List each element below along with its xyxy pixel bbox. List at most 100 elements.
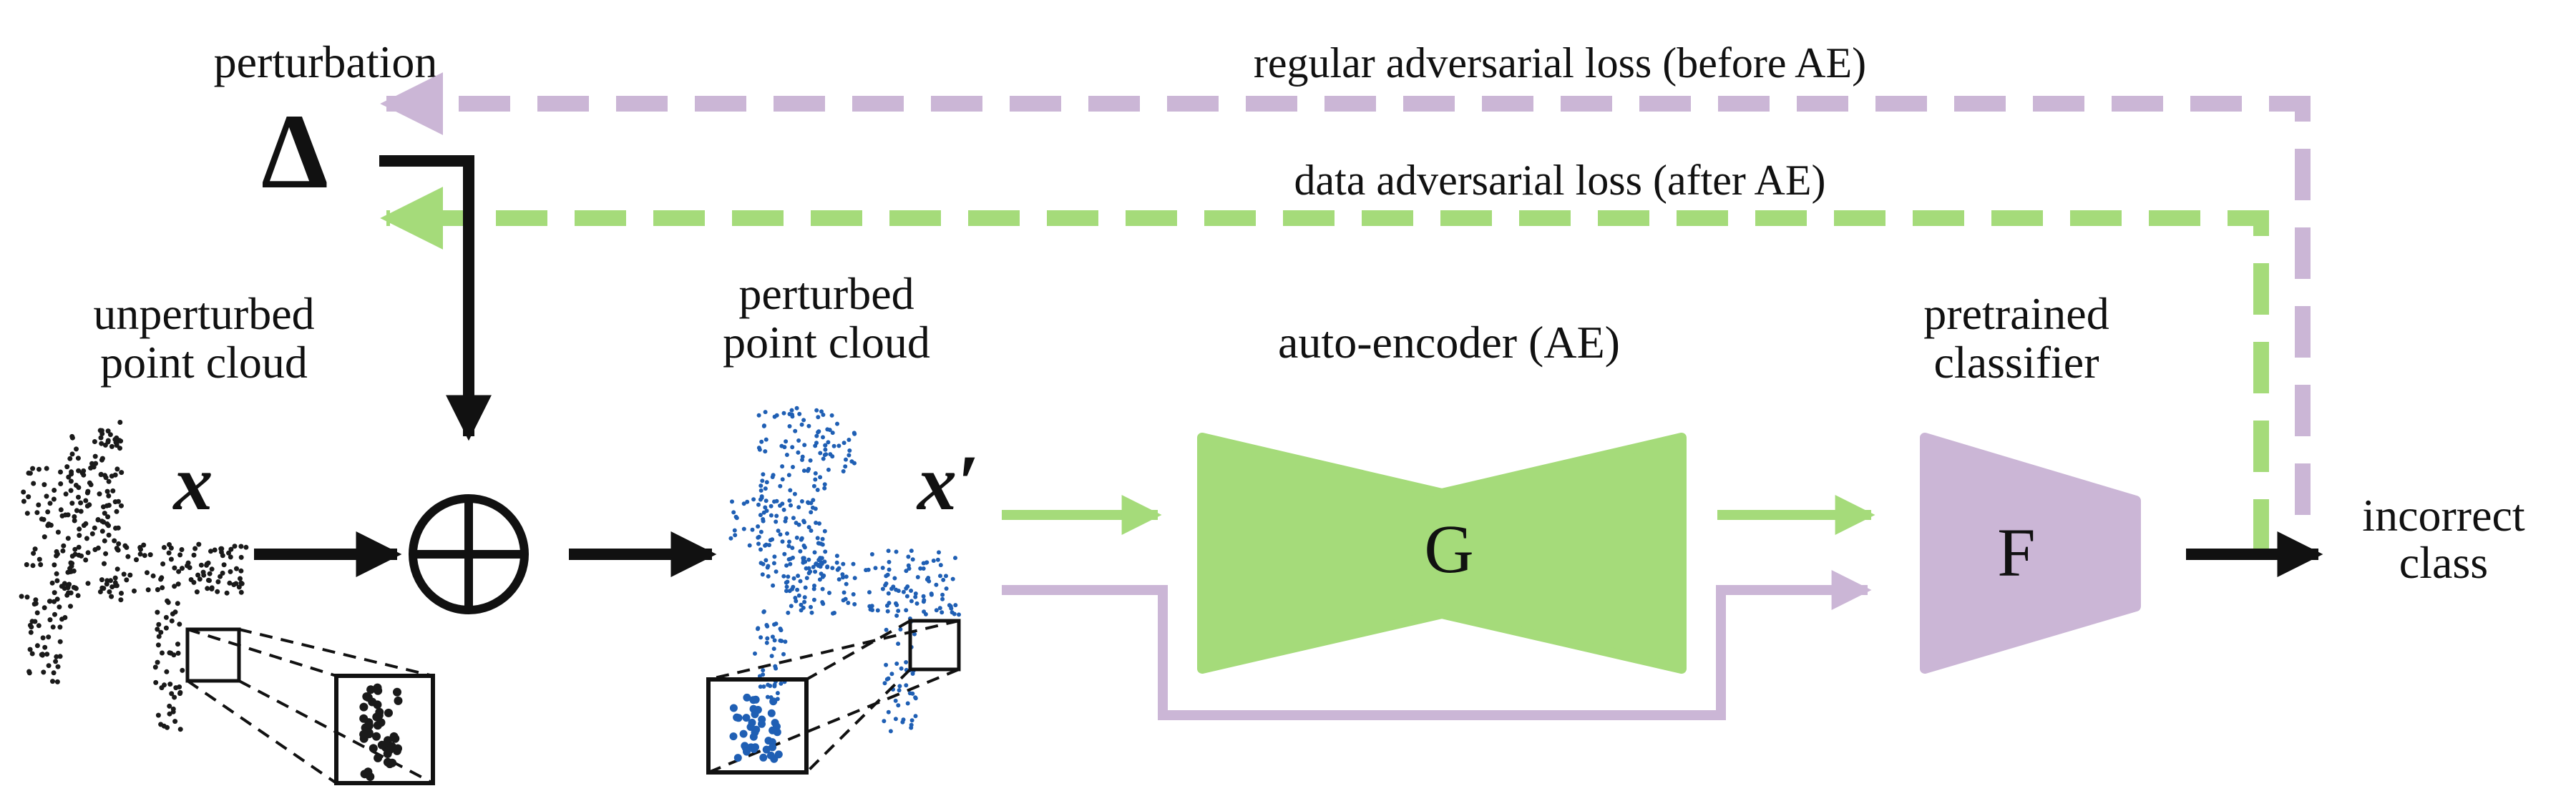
- point: [226, 550, 231, 556]
- point: [940, 596, 945, 601]
- unperturbed-point-cloud: [19, 420, 249, 732]
- x-symbol: x: [172, 439, 213, 526]
- point: [103, 551, 109, 556]
- point: [893, 698, 898, 703]
- point: [784, 439, 789, 444]
- point: [886, 709, 891, 714]
- point: [787, 424, 792, 428]
- point: [156, 634, 162, 639]
- point: [778, 638, 783, 643]
- point: [764, 508, 769, 513]
- point: [789, 408, 794, 413]
- point: [756, 541, 761, 546]
- point: [105, 439, 111, 445]
- point: [238, 576, 243, 581]
- point: [894, 601, 898, 606]
- point: [209, 586, 215, 591]
- point: [729, 732, 738, 741]
- point: [770, 634, 775, 639]
- point: [164, 669, 170, 674]
- point: [823, 443, 828, 448]
- circle-plus-icon: [409, 494, 529, 614]
- point: [57, 624, 63, 630]
- point: [909, 718, 914, 723]
- point: [67, 456, 73, 461]
- point: [375, 707, 384, 717]
- point: [904, 608, 909, 613]
- point: [115, 547, 121, 553]
- point: [58, 507, 64, 513]
- point: [36, 502, 42, 508]
- point: [894, 549, 899, 554]
- point: [176, 569, 182, 574]
- unperturbed-zoom-lines: [186, 628, 434, 785]
- point: [228, 569, 233, 574]
- point: [813, 569, 818, 574]
- point: [852, 576, 857, 581]
- point: [227, 580, 233, 586]
- point: [155, 609, 160, 615]
- point: [800, 454, 805, 459]
- point: [169, 618, 175, 624]
- point: [852, 601, 857, 606]
- point: [52, 562, 57, 568]
- point: [776, 529, 781, 534]
- point: [820, 574, 825, 579]
- point: [36, 623, 42, 629]
- data-loss-arrow: [380, 187, 2269, 551]
- point: [208, 549, 213, 554]
- point: [844, 581, 849, 586]
- point: [55, 529, 61, 535]
- point: [207, 571, 213, 576]
- point: [57, 604, 62, 610]
- point: [44, 493, 49, 499]
- point: [830, 454, 835, 459]
- point: [949, 606, 954, 611]
- point: [59, 513, 65, 519]
- point: [769, 697, 778, 706]
- point: [909, 589, 914, 593]
- point: [750, 527, 755, 532]
- point: [393, 687, 401, 697]
- point: [896, 703, 901, 708]
- point: [806, 466, 811, 471]
- point: [887, 559, 892, 564]
- point: [813, 471, 818, 476]
- point: [880, 586, 885, 591]
- point: [238, 544, 244, 549]
- point: [64, 592, 70, 598]
- point: [389, 732, 399, 741]
- point: [92, 439, 97, 444]
- point: [792, 491, 797, 496]
- point: [42, 644, 48, 650]
- point: [121, 571, 127, 577]
- point: [106, 523, 112, 529]
- point: [915, 575, 920, 579]
- point: [72, 514, 77, 519]
- point: [26, 494, 31, 500]
- point: [821, 456, 826, 461]
- point: [763, 449, 768, 454]
- point: [74, 446, 79, 452]
- point: [785, 531, 789, 536]
- point: [823, 549, 828, 554]
- point: [884, 662, 889, 667]
- point: [801, 519, 806, 524]
- point: [68, 478, 74, 484]
- point: [41, 516, 47, 522]
- point: [42, 534, 47, 540]
- point: [180, 667, 185, 673]
- point: [739, 729, 748, 738]
- point: [197, 576, 203, 582]
- point: [68, 488, 74, 493]
- perturbation-arrow: [379, 155, 492, 441]
- point: [759, 753, 768, 762]
- point: [756, 534, 761, 539]
- autoencoder-label: auto-encoder (AE): [1278, 317, 1620, 368]
- point: [821, 413, 826, 417]
- point: [812, 550, 817, 555]
- point: [39, 652, 44, 657]
- point: [75, 456, 81, 461]
- point: [57, 639, 63, 644]
- point: [910, 691, 915, 696]
